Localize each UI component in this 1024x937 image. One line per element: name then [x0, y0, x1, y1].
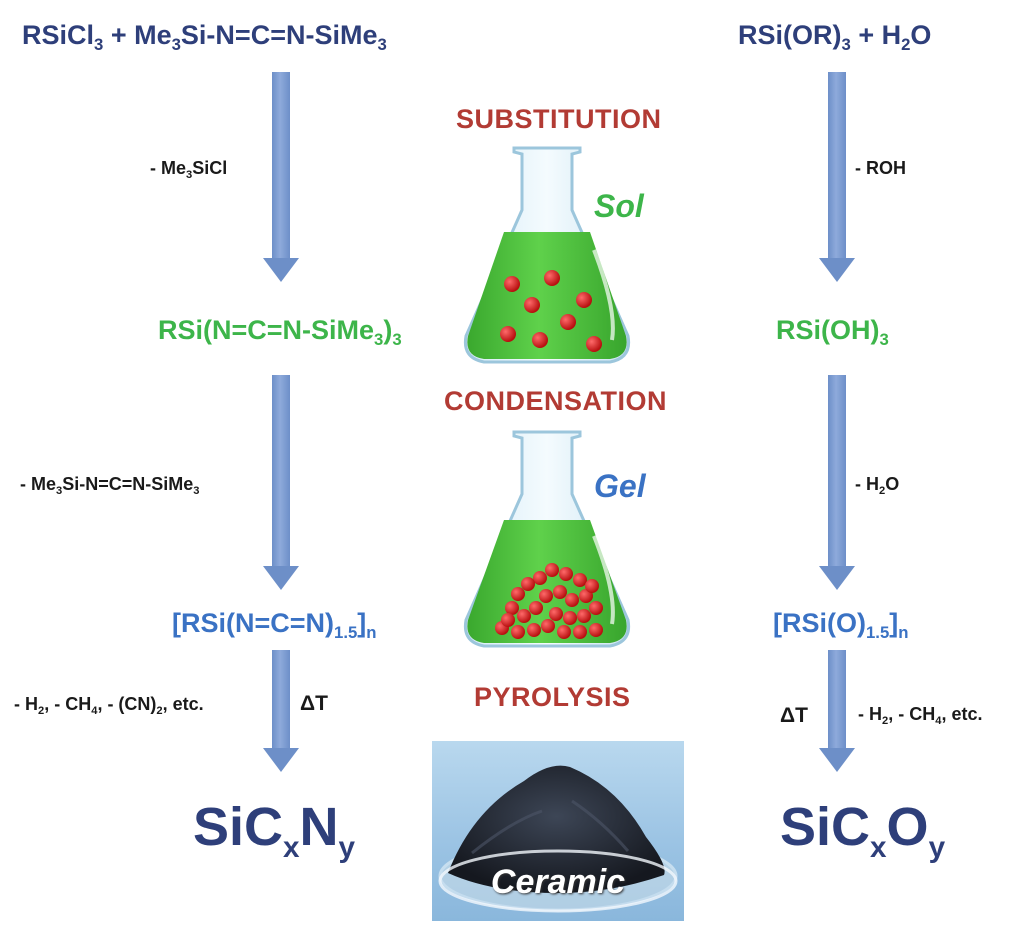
right-byproduct-substitution: - ROH: [855, 158, 906, 178]
right-arrow-pyrolysis: [819, 650, 855, 772]
gel-label: Gel: [594, 468, 646, 504]
step-condensation-label: CONDENSATION: [444, 386, 668, 416]
right-heat-symbol: ΔT: [780, 704, 808, 727]
right-byproduct-pyrolysis: - H2, - CH4, etc.: [858, 704, 983, 727]
sol-particles: [500, 270, 602, 352]
left-heat-symbol: ΔT: [300, 692, 328, 715]
left-starting-reactants: RSiCl3 + Me3Si-N=C=N-SiMe3: [22, 20, 387, 54]
right-polymer: [RSi(O)1.5]n: [773, 608, 909, 642]
right-starting-reactants: RSi(OR)3 + H2O: [738, 20, 932, 54]
step-substitution-label: SUBSTITUTION: [456, 104, 662, 134]
left-arrow-substitution: [263, 72, 299, 282]
right-arrow-condensation: [819, 375, 855, 590]
gel-flask-illustration: [463, 430, 631, 648]
left-arrow-condensation: [263, 375, 299, 590]
right-final-product: SiCxOy: [780, 797, 946, 864]
right-arrow-substitution: [819, 72, 855, 282]
left-byproduct-condensation: - Me3Si-N=C=N-SiMe3: [20, 474, 200, 497]
right-intermediate: RSi(OH)3: [776, 315, 889, 349]
right-byproduct-condensation: - H2O: [855, 474, 900, 497]
ceramic-label: Ceramic: [490, 863, 626, 901]
ceramic-powder-photo: Ceramic: [432, 741, 684, 921]
gel-particle-network: [495, 563, 603, 639]
left-polymer: [RSi(N=C=N)1.5]n: [172, 608, 377, 642]
left-final-product: SiCxNy: [193, 797, 356, 864]
left-arrow-pyrolysis: [263, 650, 299, 772]
left-byproduct-substitution: - Me3SiCl: [150, 158, 228, 181]
left-byproduct-pyrolysis: - H2, - CH4, - (CN)2, etc.: [14, 694, 204, 717]
sol-flask-illustration: [463, 146, 631, 364]
step-pyrolysis-label: PYROLYSIS: [474, 682, 631, 712]
left-intermediate: RSi(N=C=N-SiMe3)3: [158, 315, 402, 349]
petri-dish-illustration: [438, 765, 678, 913]
sol-label: Sol: [594, 188, 644, 224]
